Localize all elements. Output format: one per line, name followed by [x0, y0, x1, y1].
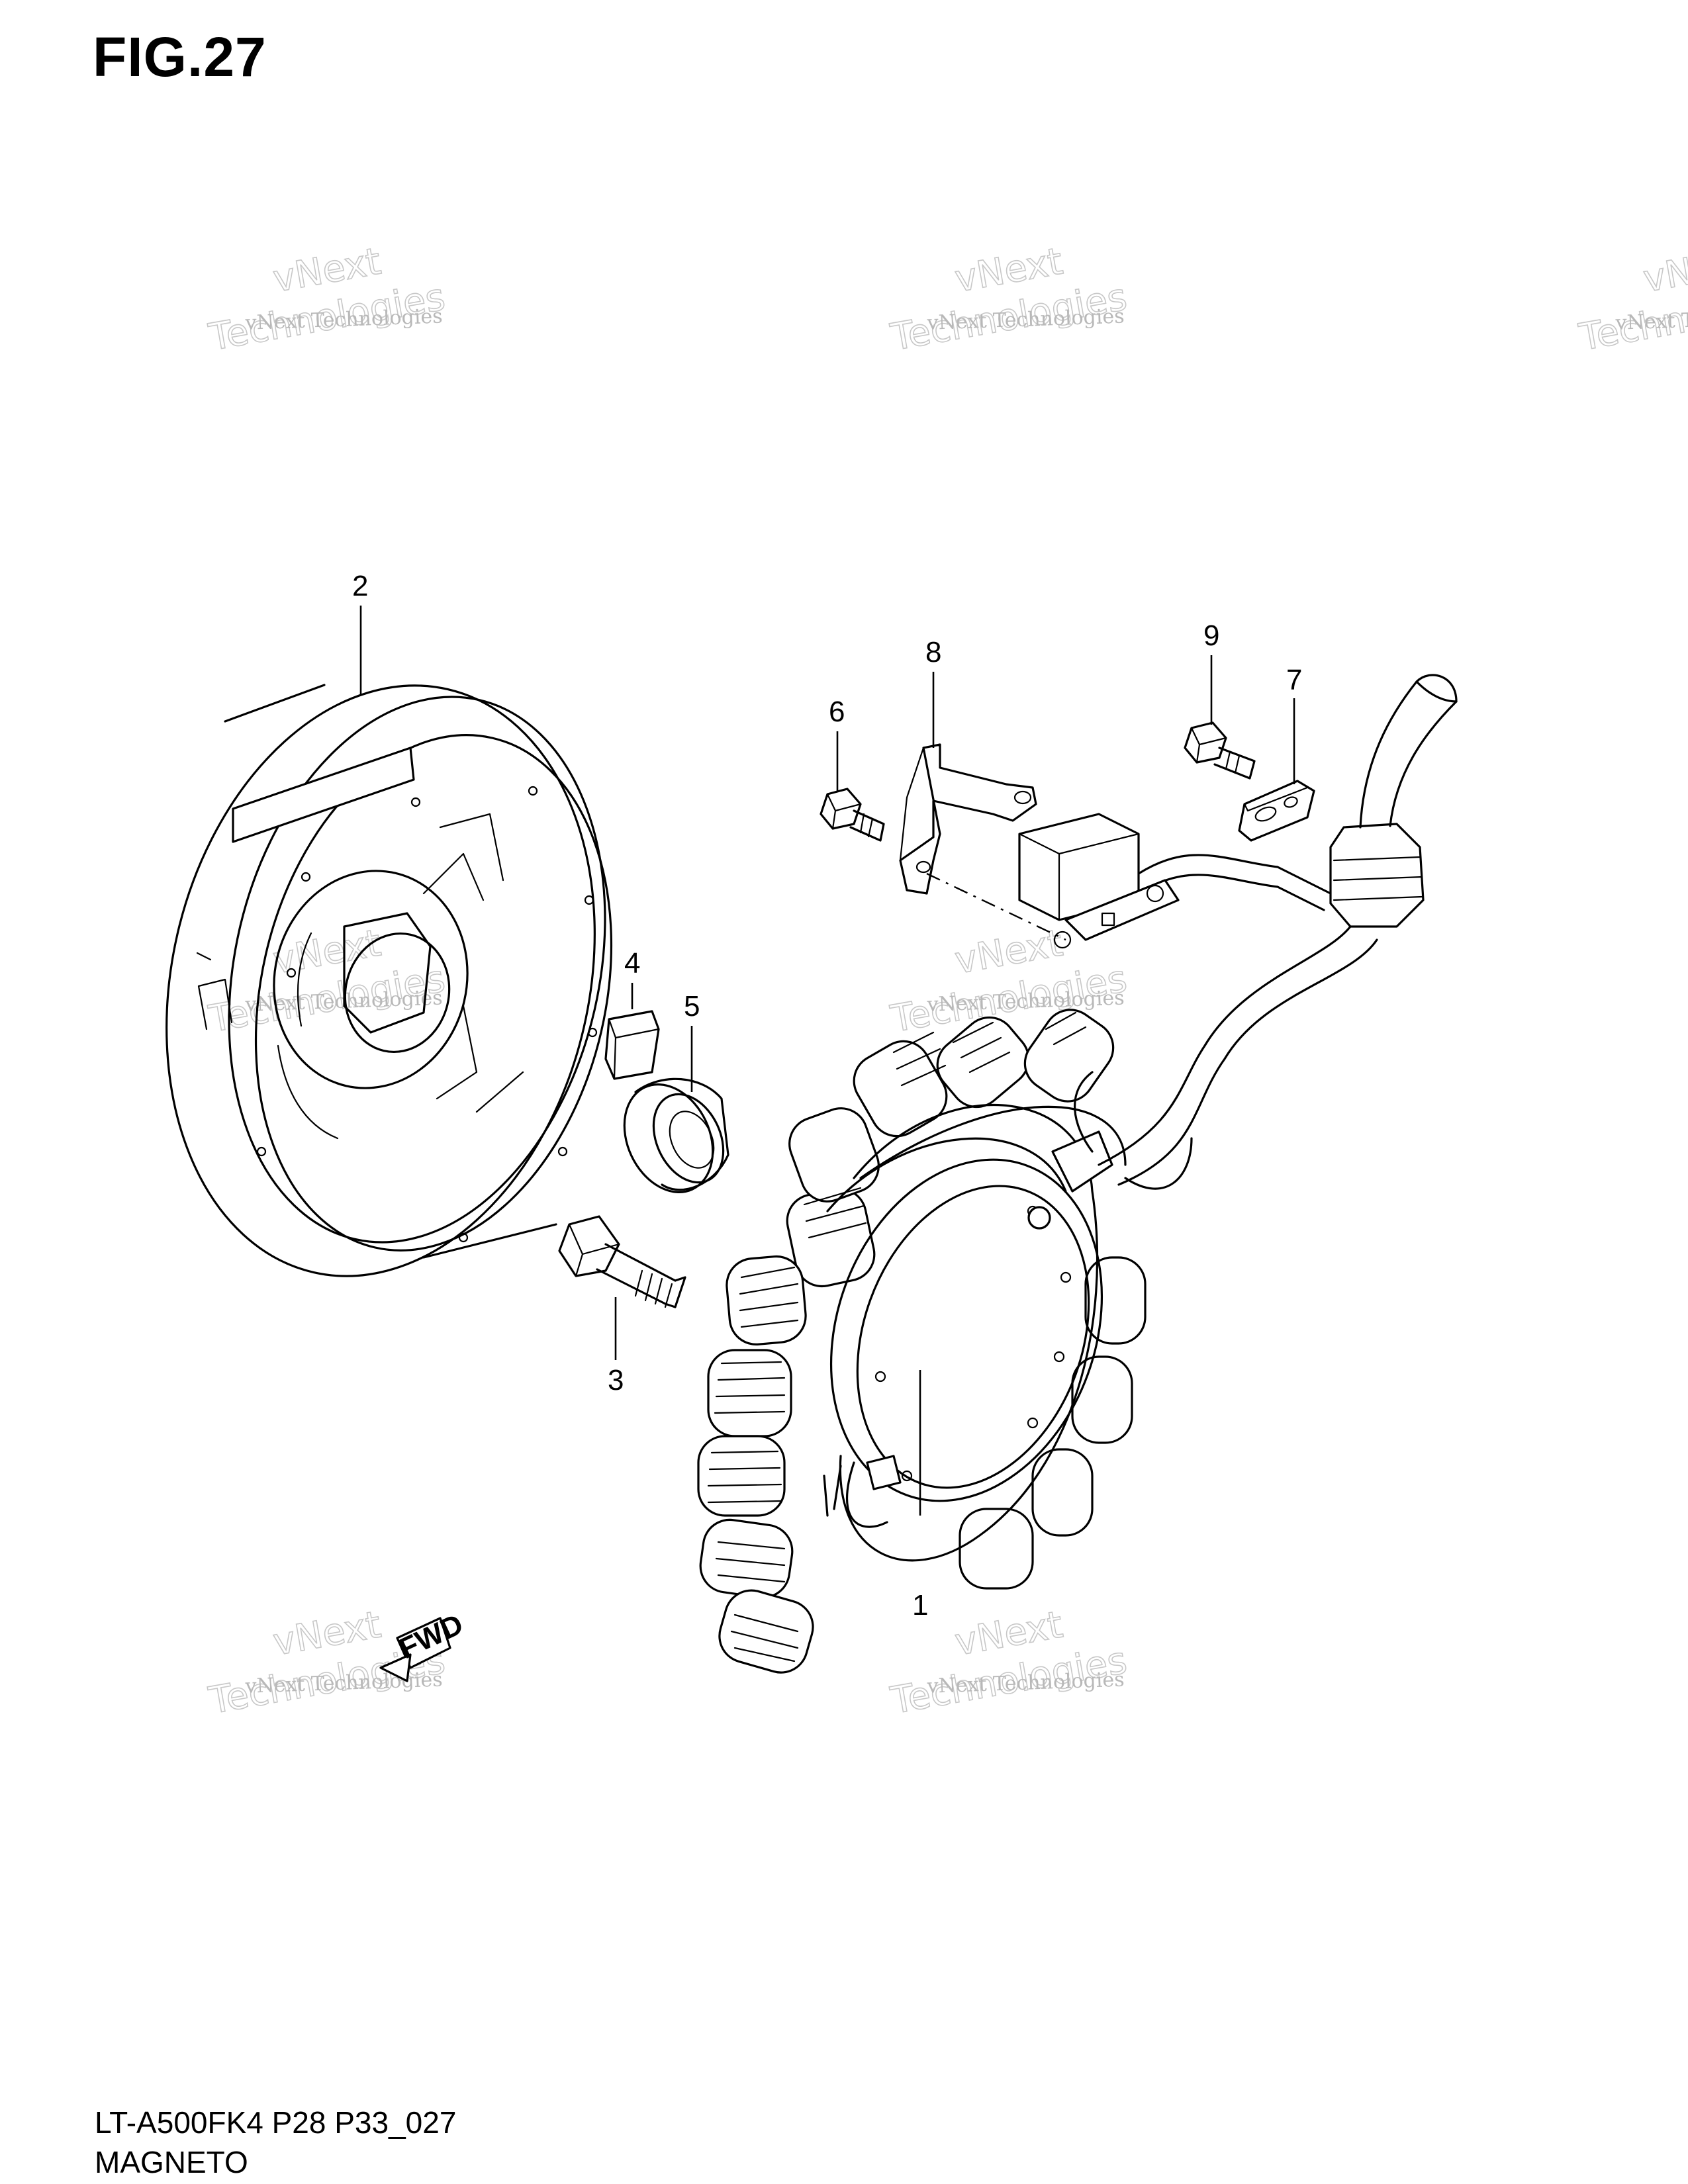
callout-1: 1 [912, 1589, 928, 1621]
watermark-edge-right: vNext Technologies vNext Technologies [1575, 240, 1688, 360]
figure-title: FIG.27 [93, 26, 267, 88]
callout-3: 3 [608, 1364, 624, 1396]
assembly-name: MAGNETO [95, 2145, 248, 2179]
stator-part-1 [697, 1009, 1147, 1674]
leader-lines [359, 606, 1295, 1516]
key-part-4 [604, 1010, 660, 1080]
callout-8: 8 [925, 636, 941, 668]
callout-6: 6 [829, 696, 845, 728]
pickup-coil [1018, 813, 1180, 949]
callout-2: 2 [352, 570, 368, 602]
callout-5: 5 [684, 990, 700, 1023]
screw-part-9 [1184, 721, 1256, 780]
watermark-mid-left: vNext Technologies vNext Technologies [205, 921, 449, 1042]
clamp-part-7 [1238, 780, 1315, 842]
watermark-top-center: vNext Technologies vNext Technologies [887, 240, 1131, 360]
screw-part-6 [820, 788, 885, 842]
watermark-large-top: vNext [1640, 240, 1688, 300]
callout-labels: 1 2 3 4 5 6 7 8 9 [352, 570, 1302, 1621]
callout-7: 7 [1286, 664, 1302, 696]
watermark-top-left: vNext Technologies vNext Technologies [205, 240, 449, 360]
bushing-part-5 [623, 1077, 729, 1193]
rotor-part-2 [165, 684, 613, 1277]
bolt-part-3 [558, 1215, 686, 1308]
bracket-part-8 [899, 743, 1066, 941]
watermark-group: vNext Technologies vNext Technologies vN… [205, 240, 1688, 1723]
model-code: LT-A500FK4 P28 P33_027 [95, 2105, 457, 2140]
wire-harness [1074, 674, 1458, 1190]
callout-9: 9 [1203, 619, 1219, 652]
callout-4: 4 [624, 947, 640, 979]
